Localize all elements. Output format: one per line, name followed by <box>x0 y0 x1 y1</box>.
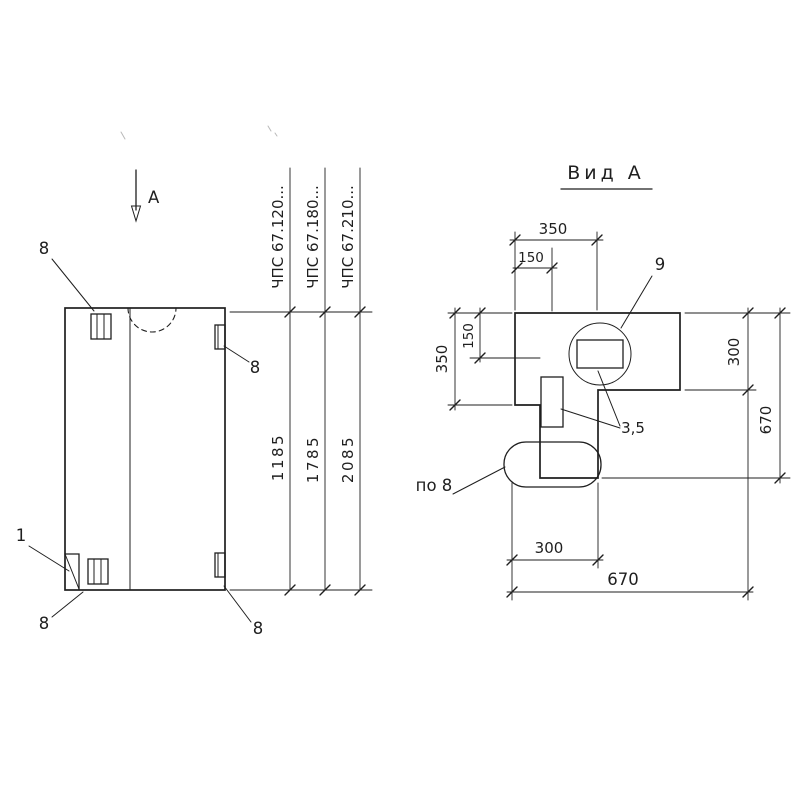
length-value-2: 1785 <box>304 435 322 483</box>
corner-detail-bottom-left <box>64 553 109 590</box>
dims-bottom: 300 670 <box>506 482 754 601</box>
callout-anchor-bottom-right: 8 <box>253 619 264 638</box>
section-outline <box>514 312 681 479</box>
leader-top-right <box>223 345 250 363</box>
leader-weld <box>452 466 506 495</box>
length-value-1: 1185 <box>269 433 287 481</box>
dim-left-offset: 150 <box>461 323 477 349</box>
length-value-3: 2085 <box>339 435 357 483</box>
loop-plate-rect <box>576 339 624 369</box>
dims-top: 350 150 <box>509 220 604 312</box>
leader-thickness-1 <box>560 408 621 429</box>
anchor-detail-top-left <box>90 313 112 340</box>
dim-right-height: 300 <box>725 338 743 367</box>
anchor-detail-bottom-right <box>214 552 226 578</box>
dim-bottom-width: 300 <box>535 539 564 557</box>
leader-bottom-left <box>51 591 84 618</box>
dims-left: 350 150 <box>433 307 541 411</box>
slot-rect <box>540 376 564 428</box>
dims-right: 300 670 <box>601 307 791 601</box>
callout-item-1: 1 <box>16 526 27 545</box>
callout-anchor-bottom-left: 8 <box>39 614 50 633</box>
pencil-marks <box>120 125 278 140</box>
mark-label-1: ЧПС 67.120... <box>269 185 287 289</box>
plan-view: A 8 8 <box>16 169 264 638</box>
dim-right-total: 670 <box>757 406 775 435</box>
detail-circle <box>568 322 632 386</box>
mark-label-2: ЧПС 67.180... <box>304 185 322 289</box>
dim-bottom-total: 670 <box>607 570 639 589</box>
panel-outline <box>64 307 226 591</box>
callout-thickness: 3,5 <box>621 419 645 437</box>
view-arrow-label: A <box>148 188 160 207</box>
callout-weld: по 8 <box>416 476 453 495</box>
leader-loop <box>620 275 653 329</box>
leader-bottom-right <box>223 585 252 623</box>
callout-loop: 9 <box>655 255 666 274</box>
loop-oval <box>503 441 602 488</box>
hidden-opening-arc <box>127 307 177 333</box>
dim-left-height: 350 <box>433 345 451 374</box>
section-title: Вид А <box>567 162 645 184</box>
mark-label-3: ЧПС 67.210... <box>339 185 357 289</box>
dim-top-width: 350 <box>539 220 568 238</box>
leader-top-left <box>51 258 95 312</box>
leader-thickness-2 <box>597 370 621 427</box>
callout-anchor-top-right: 8 <box>250 358 261 377</box>
dim-ticks <box>284 306 366 596</box>
leader-item-1 <box>28 545 70 572</box>
anchor-detail-top-right <box>214 324 226 350</box>
callout-anchor-top-left: 8 <box>39 239 50 258</box>
view-arrow-head <box>130 205 142 223</box>
dim-top-offset: 150 <box>518 250 544 266</box>
length-dimension-column: ЧПС 67.120... ЧПС 67.180... ЧПС 67.210..… <box>229 167 373 596</box>
section-view: Вид А 9 3,5 по 8 350 <box>416 162 791 601</box>
